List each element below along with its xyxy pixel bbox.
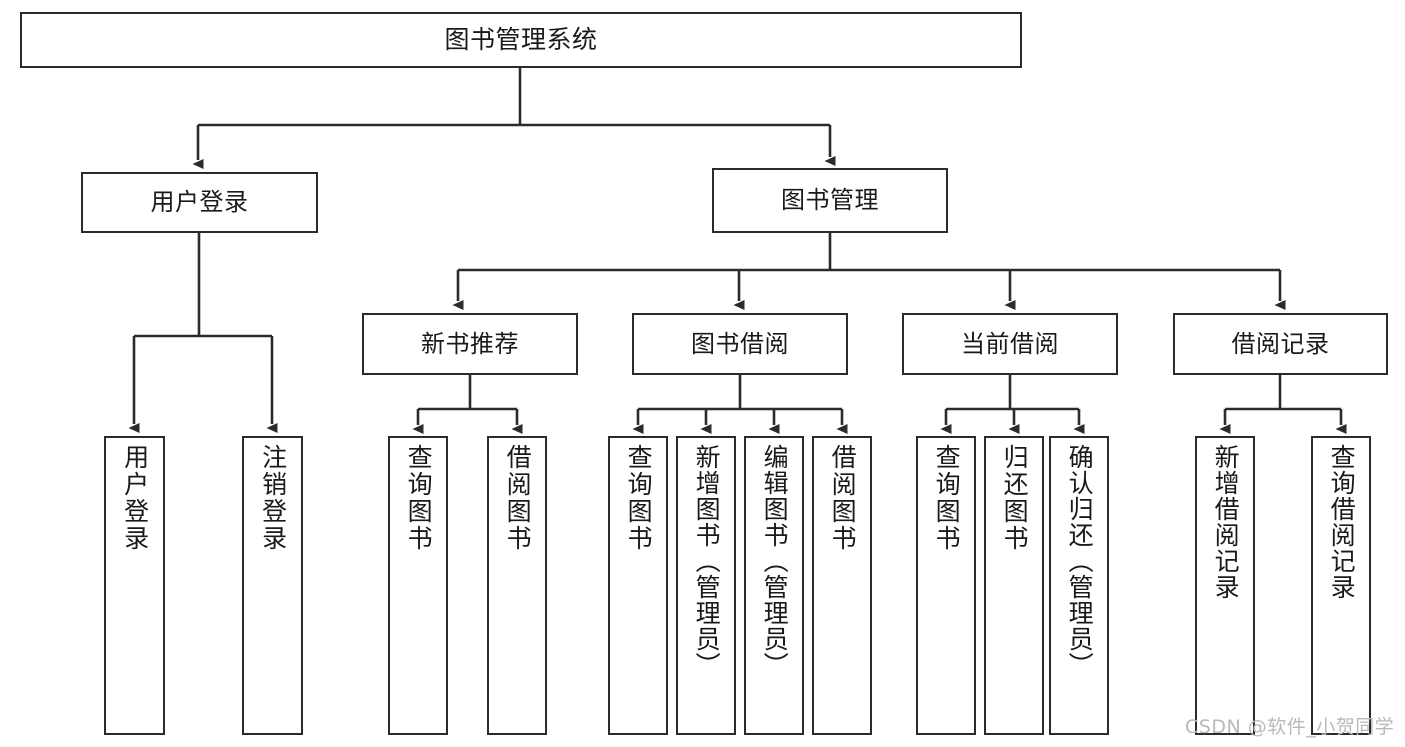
node-current-borrow[interactable]: 当前借阅 xyxy=(902,313,1118,375)
csdn-watermark: CSDN @软件_小贺同学 xyxy=(1185,716,1395,738)
node-leaf-borrow-book-2[interactable]: 借阅图书 xyxy=(812,436,872,735)
node-leaf-user-login[interactable]: 用户登录 xyxy=(104,436,165,735)
node-leaf-borrow-book-1-label: 借阅图书 xyxy=(503,444,533,552)
node-leaf-query-record-label: 查询借阅记录 xyxy=(1327,444,1357,600)
node-leaf-query-book-3[interactable]: 查询图书 xyxy=(916,436,976,735)
node-user-login-label: 用户登录 xyxy=(150,188,249,217)
node-leaf-query-book-1[interactable]: 查询图书 xyxy=(388,436,448,735)
node-leaf-query-record[interactable]: 查询借阅记录 xyxy=(1311,436,1371,735)
node-root-system[interactable]: 图书管理系统 xyxy=(20,12,1022,68)
node-leaf-edit-book-label: 编辑图书（管理员） xyxy=(760,444,790,678)
node-leaf-confirm-return[interactable]: 确认归还（管理员） xyxy=(1049,436,1109,735)
node-leaf-confirm-return-label: 确认归还（管理员） xyxy=(1065,444,1095,678)
node-root-label: 图书管理系统 xyxy=(444,25,598,55)
node-leaf-return-book[interactable]: 归还图书 xyxy=(984,436,1044,735)
node-leaf-return-book-label: 归还图书 xyxy=(1000,444,1030,552)
node-leaf-query-book-3-label: 查询图书 xyxy=(932,444,962,552)
node-leaf-add-record[interactable]: 新增借阅记录 xyxy=(1195,436,1255,735)
node-leaf-logout[interactable]: 注销登录 xyxy=(242,436,303,735)
node-leaf-logout-label: 注销登录 xyxy=(258,444,288,552)
node-leaf-add-book-label: 新增图书（管理员） xyxy=(692,444,722,678)
node-leaf-borrow-book-2-label: 借阅图书 xyxy=(828,444,858,552)
node-book-borrow[interactable]: 图书借阅 xyxy=(632,313,848,375)
node-book-borrow-label: 图书借阅 xyxy=(691,329,789,358)
node-leaf-edit-book[interactable]: 编辑图书（管理员） xyxy=(744,436,804,735)
node-new-book-recommend[interactable]: 新书推荐 xyxy=(362,313,578,375)
node-book-manage-label: 图书管理 xyxy=(781,186,879,215)
node-user-login[interactable]: 用户登录 xyxy=(81,172,318,233)
node-leaf-query-book-2[interactable]: 查询图书 xyxy=(608,436,668,735)
node-leaf-query-book-2-label: 查询图书 xyxy=(624,444,654,552)
node-current-borrow-label: 当前借阅 xyxy=(961,329,1059,358)
node-leaf-add-record-label: 新增借阅记录 xyxy=(1211,444,1241,600)
node-book-manage[interactable]: 图书管理 xyxy=(712,168,948,233)
node-leaf-user-login-label: 用户登录 xyxy=(120,444,150,552)
node-leaf-query-book-1-label: 查询图书 xyxy=(404,444,434,552)
node-borrow-record-label: 借阅记录 xyxy=(1231,329,1330,358)
node-leaf-borrow-book-1[interactable]: 借阅图书 xyxy=(487,436,547,735)
node-new-book-recommend-label: 新书推荐 xyxy=(421,329,519,358)
node-borrow-record[interactable]: 借阅记录 xyxy=(1173,313,1388,375)
node-leaf-add-book[interactable]: 新增图书（管理员） xyxy=(676,436,736,735)
